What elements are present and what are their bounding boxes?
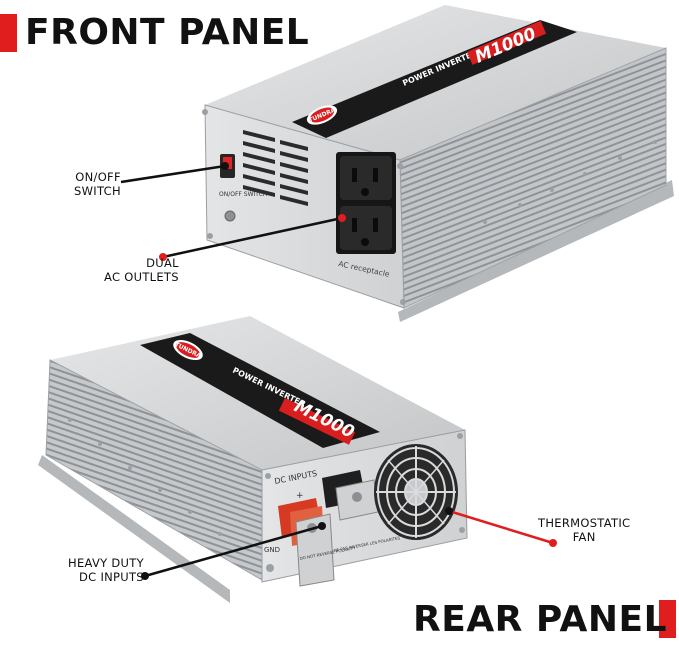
callout-dc-line2: DC INPUTS — [79, 570, 144, 584]
rear-heading-accent — [659, 600, 676, 638]
callout-dc-line1: HEAVY DUTY — [68, 556, 144, 570]
front-switch-label: ON/OFF SWITCH — [219, 191, 267, 198]
callout-outlets-line2: AC OUTLETS — [104, 270, 179, 284]
front-side-fins — [400, 48, 666, 308]
front-panel-heading: FRONT PANEL — [25, 12, 310, 53]
front-unit: TUNDRA POWER INVERTER M1000 ON/OFF SWITC… — [202, 5, 674, 322]
rear-positive-terminal[interactable] — [278, 498, 335, 587]
rear-plus-label: + — [296, 491, 304, 501]
callout-heavy-duty-dc-inputs: HEAVY DUTY DC INPUTS — [68, 556, 144, 584]
rear-ground-screw — [266, 564, 274, 572]
callout-outlets-line1: DUAL — [146, 256, 179, 270]
rear-negative-terminal[interactable] — [322, 470, 379, 521]
callout-dual-ac-outlets: DUAL AC OUTLETS — [104, 256, 179, 284]
callout-onoff-line2: SWITCH — [74, 184, 121, 198]
rear-gnd-label: GND — [264, 546, 280, 554]
callout-thermostatic-fan: THERMOSTATIC FAN — [538, 516, 630, 544]
rear-fan — [374, 444, 458, 540]
callout-onoff-line1: ON/OFF — [75, 170, 121, 184]
rear-panel-heading: REAR PANEL — [413, 599, 668, 640]
front-vents — [243, 130, 308, 206]
front-flange — [398, 180, 674, 322]
front-heading-accent — [0, 14, 17, 52]
rear-side-fins — [46, 360, 262, 580]
callout-onoff-switch: ON/OFF SWITCH — [74, 170, 121, 198]
callout-fan-line2: FAN — [572, 530, 596, 544]
front-remote-jack — [224, 210, 236, 222]
callout-fan-line1: THERMOSTATIC — [538, 516, 631, 530]
callout-lines — [120, 162, 557, 580]
